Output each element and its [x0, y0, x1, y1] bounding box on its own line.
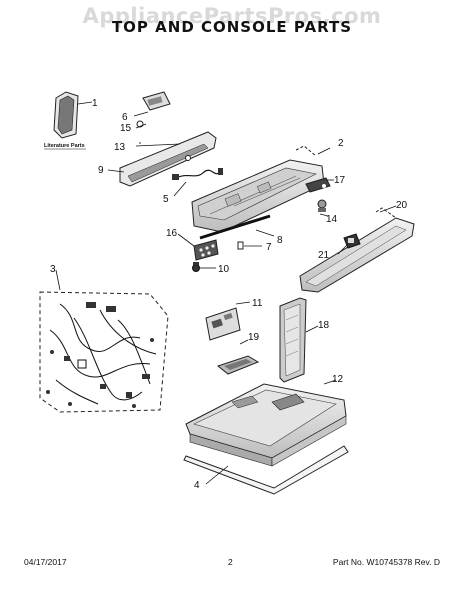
clip-part: [237, 241, 244, 250]
footer-page-number: 2: [228, 557, 233, 567]
control-board: [205, 307, 241, 341]
callout-18: 18: [318, 320, 330, 331]
console-housing: [191, 159, 325, 233]
callout-8: 8: [277, 235, 283, 246]
bracket-part: [136, 91, 171, 128]
lid-panel: [299, 217, 415, 293]
console-trim: [119, 131, 217, 187]
leader-lines: [55, 101, 397, 485]
callout-3: 3: [50, 264, 56, 275]
callout-16: 16: [166, 228, 178, 239]
wiring-harness: [39, 291, 169, 413]
callout-17: 17: [334, 175, 346, 186]
page-title: TOP AND CONSOLE PARTS: [111, 18, 353, 36]
callout-9: 9: [98, 165, 104, 176]
watermark: AppliancePartsPros.com: [82, 4, 382, 28]
callout-7: 7: [266, 242, 272, 253]
callout-21: 21: [318, 250, 330, 261]
callout-12: 12: [332, 374, 344, 385]
filter-cover: [216, 355, 260, 375]
footer-part-number: Part No. W10745378 Rev. D: [332, 557, 440, 567]
screw-part: [317, 199, 327, 212]
wire-harness-small: [175, 169, 221, 179]
callout-5: 5: [163, 194, 169, 205]
callout-19: 19: [248, 332, 260, 343]
callout-15: 15: [120, 123, 132, 134]
lint-duct: [279, 297, 307, 383]
keypad-part: [193, 239, 219, 261]
callout-10: 10: [218, 264, 230, 275]
strip-part: [199, 214, 271, 240]
callout-14: 14: [326, 214, 338, 225]
callout-11: 11: [252, 298, 263, 309]
literature-label: Literature Parts: [44, 143, 85, 149]
knob-part: [305, 177, 331, 193]
callout-20: 20: [396, 200, 408, 211]
literature-parts: Literature Parts: [44, 91, 86, 150]
top-panel: [185, 383, 347, 467]
gasket-part: [183, 445, 349, 495]
knob-small-part: [192, 262, 200, 272]
callout-2: 2: [338, 138, 344, 149]
callout-6: 6: [122, 112, 128, 123]
footer-date: 04/17/2017: [24, 557, 67, 567]
callout-numbers: 1 2 3 4 5 6 7 8 9 10 11 12 13 14 15 16 1…: [50, 98, 408, 491]
callout-1: 1: [92, 98, 98, 109]
callout-13: 13: [114, 142, 126, 153]
callout-4: 4: [194, 480, 200, 491]
